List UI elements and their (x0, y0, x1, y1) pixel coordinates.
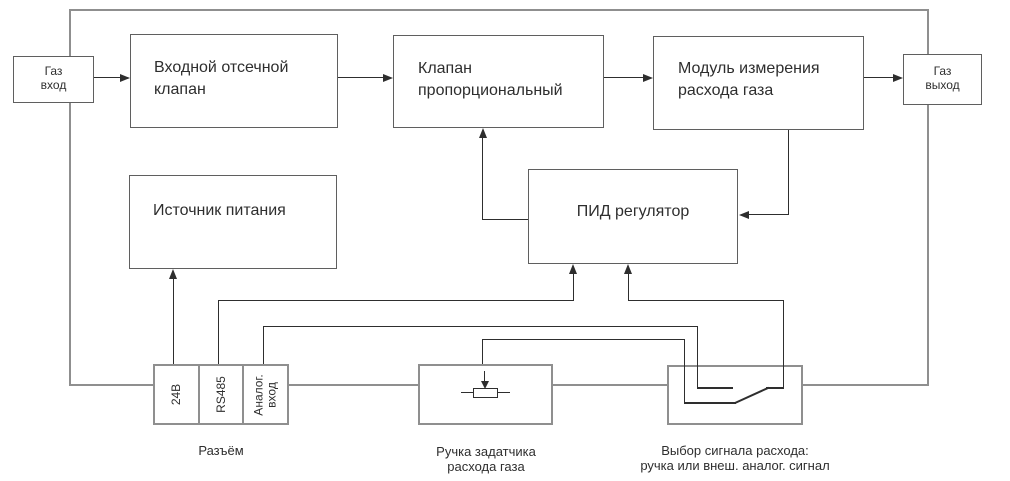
block-power-supply: Источник питания (129, 175, 337, 269)
rs485-line (218, 300, 219, 364)
block-proportional-valve: Клапан пропорциональный (393, 35, 604, 128)
block-signal-selector (667, 365, 803, 425)
bus-line-segment (71, 384, 153, 386)
valve-control-line (482, 137, 483, 220)
block-flow-module-label: Модуль измерения расхода газа (678, 60, 820, 99)
connector-caption: Разъём (198, 443, 244, 458)
rs485-line (218, 300, 574, 301)
gas-flow-line (94, 77, 121, 78)
arrow-right-icon (643, 74, 653, 82)
block-proportional-valve-label: Клапан пропорциональный (418, 60, 563, 99)
bus-line-segment (553, 384, 667, 386)
switch-contact-upper (697, 387, 733, 389)
potentiometer-symbol (473, 388, 498, 398)
block-connector: 24В RS485 Аналог. вход (153, 364, 289, 425)
connector-pin-analog-label: Аналог. вход (251, 373, 279, 416)
frame-top-line (69, 9, 929, 11)
arrow-up-icon (479, 128, 487, 138)
analog-input-line (263, 326, 264, 364)
switch-contact-lower (684, 402, 736, 404)
connector-pin-rs485-label: RS485 (213, 376, 228, 413)
bus-line-segment (803, 384, 927, 386)
selector-caption: Выбор сигнала расхода: ручка или внеш. а… (640, 443, 830, 473)
arrow-up-icon (624, 264, 632, 274)
arrow-right-icon (120, 74, 130, 82)
arrow-up-icon (569, 264, 577, 274)
knob-output-line (482, 339, 483, 364)
analog-input-line (697, 326, 698, 388)
block-gas-inlet: Газ вход (13, 56, 94, 103)
block-pid-controller-label: ПИД регулятор (576, 203, 690, 220)
selector-output-line (628, 300, 784, 301)
analog-input-line (263, 326, 698, 327)
feedback-line (749, 214, 789, 215)
selector-output-line (783, 300, 784, 388)
arrow-down-icon (481, 381, 489, 389)
gas-flow-line (864, 77, 894, 78)
block-inlet-valve-label: Входной отсечной клапан (154, 59, 289, 98)
gas-flow-line (338, 77, 384, 78)
block-gas-outlet-label: Газ выход (925, 64, 960, 92)
valve-control-line (482, 219, 529, 220)
gas-flow-line (603, 77, 644, 78)
block-power-supply-label: Источник питания (153, 202, 286, 219)
connector-pin-24v: 24В (155, 366, 198, 423)
pid-input-line (573, 273, 574, 300)
block-inlet-valve: Входной отсечной клапан (130, 34, 338, 128)
bus-line-segment (289, 384, 418, 386)
connector-pin-24v-label: 24В (168, 383, 183, 406)
knob-output-line (684, 339, 685, 404)
connector-pin-analog: Аналог. вход (242, 366, 287, 423)
block-flow-module: Модуль измерения расхода газа (653, 36, 864, 130)
power-line (173, 278, 174, 364)
potentiometer-lead (498, 392, 510, 393)
knob-output-line (482, 339, 685, 340)
feedback-line (788, 130, 789, 215)
frame-right-line (927, 9, 929, 386)
arrow-right-icon (383, 74, 393, 82)
pid-input-line (628, 273, 629, 300)
block-gas-inlet-label: Газ вход (40, 64, 67, 92)
arrow-left-icon (739, 211, 749, 219)
arrow-right-icon (893, 74, 903, 82)
potentiometer-lead (461, 392, 473, 393)
connector-pin-rs485: RS485 (197, 366, 243, 423)
block-pid-controller: ПИД регулятор (528, 169, 738, 264)
knob-caption: Ручка задатчика расхода газа (436, 444, 536, 474)
arrow-up-icon (169, 269, 177, 279)
switch-common-line (766, 387, 784, 389)
potentiometer-wiper-line (484, 371, 485, 381)
block-gas-outlet: Газ выход (903, 54, 982, 105)
frame-left-line (69, 9, 71, 386)
